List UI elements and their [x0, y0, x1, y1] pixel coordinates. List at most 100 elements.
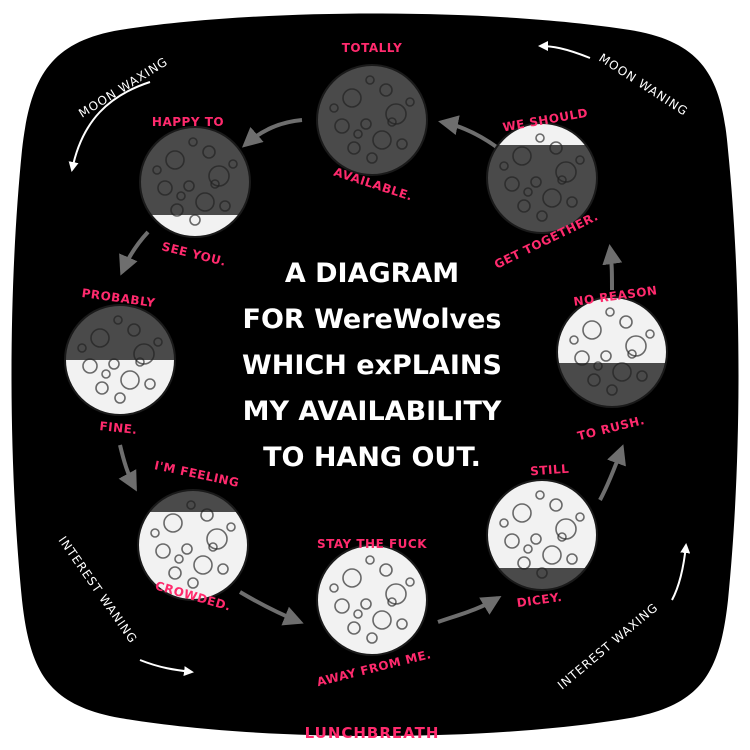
- moon-crater: [193, 555, 213, 575]
- moon-crater: [353, 609, 363, 619]
- moon-crater: [188, 137, 198, 147]
- moon-crater: [372, 610, 392, 630]
- moon-crater: [95, 381, 109, 395]
- moon-crater: [575, 155, 585, 165]
- moon-crater: [226, 522, 236, 532]
- moon-crater: [523, 187, 533, 197]
- moon-crater: [405, 97, 415, 107]
- moon-crater: [186, 500, 196, 510]
- moon-crater: [557, 175, 567, 185]
- moon-crater: [365, 75, 375, 85]
- moon-crater: [144, 378, 156, 390]
- arrow-noreason-to-weshould: [602, 244, 623, 291]
- moon-crater: [600, 350, 612, 362]
- moon-crater: [347, 621, 361, 635]
- moon-crater: [334, 118, 350, 134]
- moon-crater: [396, 618, 408, 630]
- moon-crater: [189, 214, 201, 226]
- moon-crater: [574, 350, 590, 366]
- moon-outline: [486, 122, 598, 234]
- moon-crater: [195, 192, 215, 212]
- arrow-totally-to-happy: [241, 118, 303, 148]
- moon-crater: [334, 598, 350, 614]
- moon-crater: [557, 532, 567, 542]
- moon-crater: [379, 83, 393, 97]
- phase-arrows: [118, 115, 626, 626]
- moon-crater: [181, 543, 193, 555]
- moon-crater: [542, 545, 562, 565]
- moon-crater: [101, 369, 111, 379]
- moon-crater: [530, 176, 542, 188]
- moon-crater: [187, 577, 199, 589]
- moon-crater: [217, 563, 229, 575]
- moon-crater: [114, 392, 126, 404]
- title-line-2: FOR WereWolves: [243, 304, 502, 335]
- moon-crater: [157, 180, 173, 196]
- moon-crater: [593, 361, 603, 371]
- moon-crater: [627, 349, 637, 359]
- moon-crater: [372, 130, 392, 150]
- moon-phase-1-top-label: TOTALLY: [342, 41, 403, 55]
- moon-crater: [530, 533, 542, 545]
- interest-waxing-arrow: [671, 543, 691, 601]
- arrow-still-to-noreason: [598, 444, 626, 501]
- moon-crater: [202, 145, 216, 159]
- moon-crater: [499, 161, 509, 171]
- moon-crater: [329, 103, 339, 113]
- moon-crater: [329, 583, 339, 593]
- moon-crater: [165, 150, 185, 170]
- moon-crater: [612, 362, 632, 382]
- moon-crater: [219, 200, 231, 212]
- moon-crater: [353, 129, 363, 139]
- moon-crater: [582, 320, 602, 340]
- moon-crater: [512, 146, 532, 166]
- moon-crater: [365, 555, 375, 565]
- title-line-3: WHICH exPLAINS: [242, 350, 502, 381]
- moon-crater: [210, 179, 220, 189]
- arrow-happy-to-probably: [119, 230, 150, 276]
- moon-crater: [606, 384, 618, 396]
- moon-crater: [535, 133, 545, 143]
- moon-crater: [108, 358, 120, 370]
- moon-crater: [549, 141, 563, 155]
- moon-crater: [163, 513, 183, 533]
- moon-crater: [549, 498, 563, 512]
- moon-crater: [170, 203, 184, 217]
- moon-crater: [174, 554, 184, 564]
- moon-crater: [535, 490, 545, 500]
- moon-crater: [566, 196, 578, 208]
- moon-crater: [566, 553, 578, 565]
- moon-crater: [605, 307, 615, 317]
- arrow-weshould-to-totally: [438, 115, 500, 150]
- title-line-5: TO HANG OUT.: [263, 442, 481, 473]
- moon-outline: [316, 64, 428, 176]
- moon-crater: [183, 180, 195, 192]
- title-line-1: A DIAGRAM: [285, 258, 459, 289]
- moon-outline: [137, 489, 249, 601]
- moon-crater: [176, 191, 186, 201]
- moon-outline: [486, 479, 598, 591]
- moon-crater: [387, 597, 397, 607]
- artist-credit: LUNCHBREATH: [305, 724, 440, 742]
- arrow-stay-to-still: [437, 595, 502, 624]
- moon-crater: [155, 543, 171, 559]
- arrow-feeling-to-stay: [238, 590, 304, 626]
- moon-phase-3-bottom-label: FINE.: [99, 419, 138, 437]
- moon-crater: [342, 568, 362, 588]
- diagram-title: A DIAGRAM FOR WereWolves WHICH exPLAINS …: [242, 258, 502, 473]
- moon-crater: [360, 598, 372, 610]
- moon-crater: [379, 563, 393, 577]
- moon-phase-6-top-label: STILL: [530, 462, 570, 479]
- moon-crater: [127, 323, 141, 337]
- moon-crater: [536, 210, 548, 222]
- moon-crater: [523, 544, 533, 554]
- moon-crater: [152, 165, 162, 175]
- moon-waning-arrow: [538, 41, 591, 59]
- moon-outline: [64, 304, 176, 416]
- moon-crater: [135, 357, 145, 367]
- moon-outline: [139, 126, 251, 238]
